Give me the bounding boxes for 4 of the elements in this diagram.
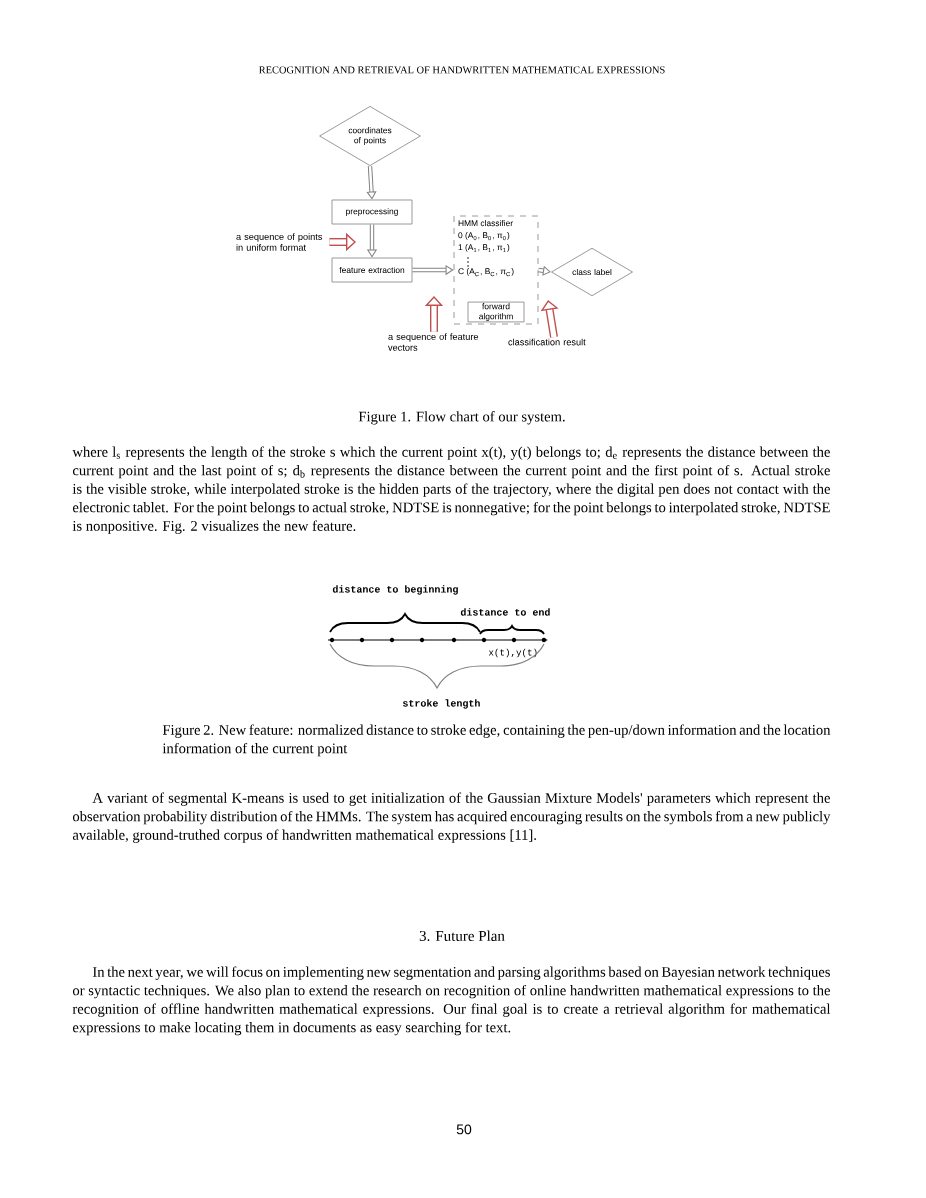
arrow: [366, 166, 377, 200]
arrow: [538, 266, 551, 276]
arrow: [412, 265, 454, 275]
arrow: [367, 224, 377, 258]
